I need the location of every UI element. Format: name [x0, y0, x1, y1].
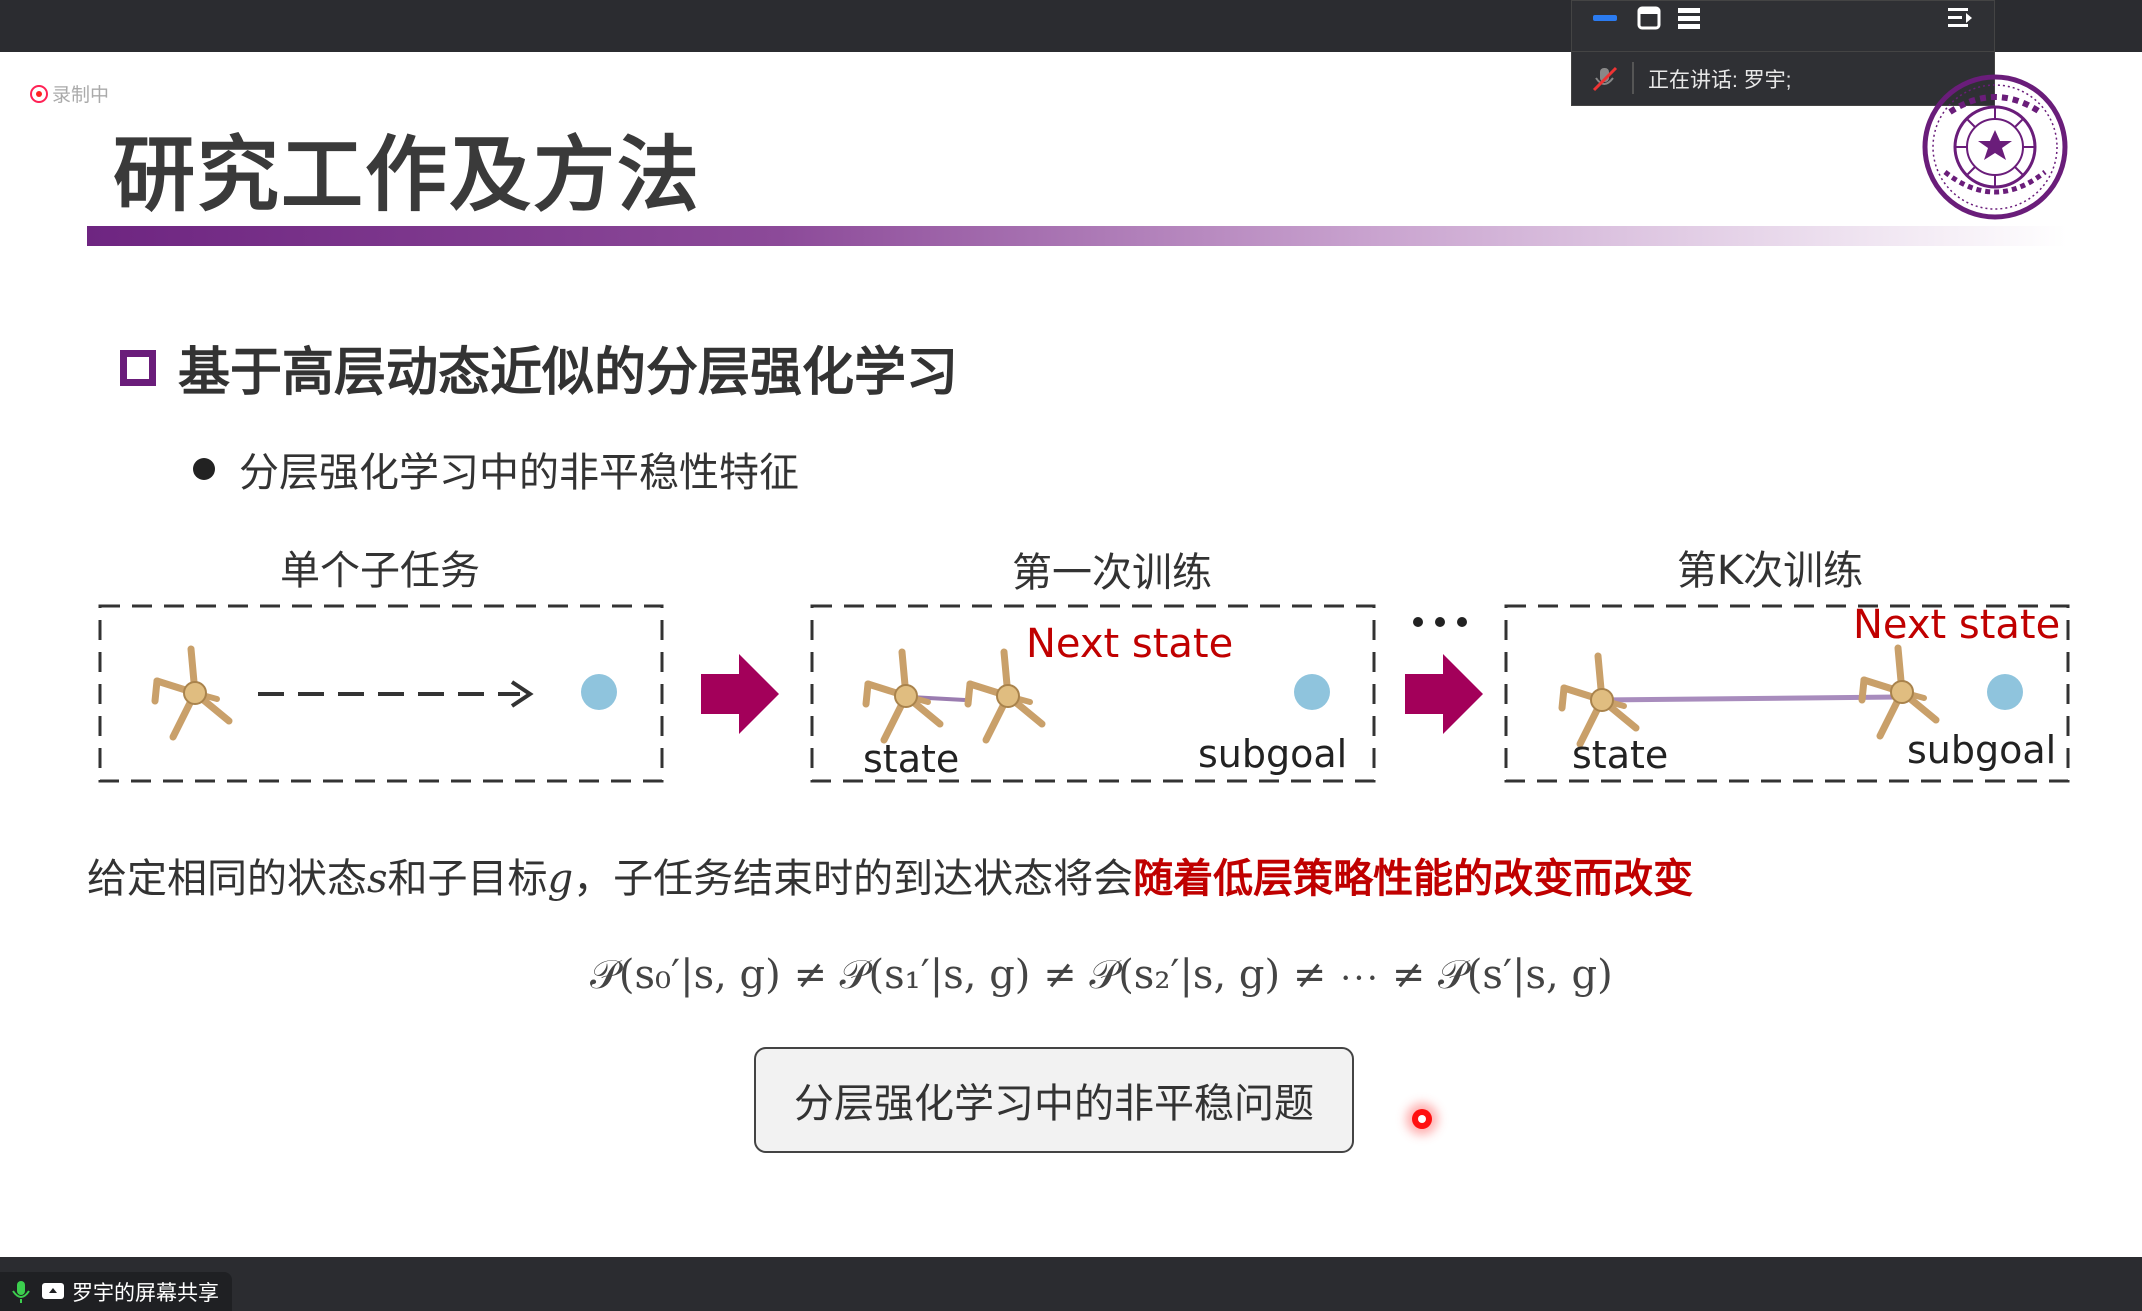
title-divider [87, 226, 2067, 246]
description-part: 给定相同的状态 [87, 856, 367, 902]
state-label: state [863, 737, 960, 781]
bullet-dot-icon [193, 458, 215, 480]
agent-icon-state [866, 652, 940, 740]
recording-label: 录制中 [52, 84, 110, 106]
goal-dot-icon [1987, 674, 2023, 710]
recording-indicator: 录制中 [30, 80, 109, 107]
panel-box-single [98, 604, 664, 783]
goal-dot-icon [581, 674, 617, 710]
panel-title-single: 单个子任务 [280, 548, 480, 594]
agent-icon-state [1562, 656, 1636, 744]
slide-title: 研究工作及方法 [113, 128, 702, 223]
var-g: g [547, 856, 574, 902]
collapse-panel-icon[interactable] [1944, 3, 1978, 33]
minimize-icon[interactable] [1590, 3, 1620, 33]
window-icon[interactable] [1634, 3, 1664, 33]
mic-icon [12, 1280, 30, 1303]
agent-icon-next [1862, 648, 1936, 736]
screen-share-tag[interactable]: 罗宇的屏幕共享 [0, 1272, 232, 1311]
goal-dot-icon [1294, 674, 1330, 710]
progress-arrow-icon [701, 654, 779, 734]
speaking-label: 正在讲话: 罗宇; [1648, 69, 1792, 92]
section-heading-text: 基于高层动态近似的分层强化学习 [178, 343, 959, 403]
state-label: state [1572, 733, 1669, 777]
panel-title-kth: 第K次训练 [1676, 548, 1864, 594]
progress-arrow-icon [1405, 654, 1483, 734]
subgoal-label: subgoal [1198, 732, 1348, 776]
recording-icon [30, 84, 48, 103]
university-seal-icon [1922, 74, 2068, 220]
next-state-label: Next state [1853, 602, 2061, 648]
bullet-item: 分层强化学习中的非平稳性特征 [193, 440, 799, 498]
mic-muted-icon [1590, 64, 1620, 98]
description-text: 给定相同的状态s和子目标g，子任务结束时的到达状态将会随着低层策略性能的改变而改… [87, 846, 1693, 904]
speaking-indicator: 正在讲话: 罗宇; [1572, 51, 1994, 104]
panel-title-first: 第一次训练 [1012, 550, 1212, 596]
subgoal-label: subgoal [1907, 728, 2057, 772]
description-part: ，子任务结束时的到达状态将会 [573, 856, 1134, 902]
square-bullet-icon [120, 349, 156, 386]
description-part: 和子目标 [387, 856, 548, 902]
var-s: s [367, 856, 388, 902]
problem-box: 分层强化学习中的非平稳问题 [754, 1047, 1354, 1153]
screen-share-label: 罗宇的屏幕共享 [72, 1281, 219, 1305]
section-heading: 基于高层动态近似的分层强化学习 [120, 330, 958, 405]
next-state-label: Next state [1026, 621, 1234, 667]
agent-icon [155, 649, 229, 737]
formula: 𝒫(s₀′|s, g) ≠ 𝒫(s₁′|s, g) ≠ 𝒫(s₂′|s, g) … [590, 952, 1613, 998]
bullet-text: 分层强化学习中的非平稳性特征 [239, 450, 799, 496]
screen-share-icon [42, 1282, 64, 1299]
meeting-bottom-bar [0, 1257, 2142, 1311]
meeting-toolbox: 正在讲话: 罗宇; [1571, 0, 1995, 106]
description-emphasis: 随着低层策略性能的改变而改变 [1133, 856, 1694, 902]
list-view-icon[interactable] [1674, 3, 1704, 33]
laser-pointer-icon [1412, 1109, 1432, 1129]
